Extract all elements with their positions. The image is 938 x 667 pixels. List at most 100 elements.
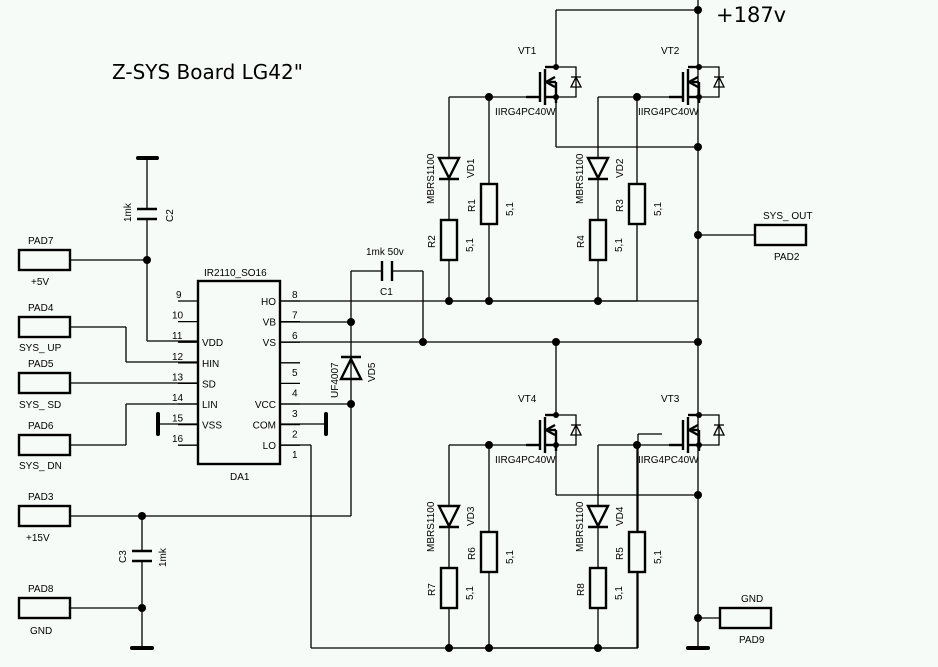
ic-pin-number: 5: [292, 368, 298, 379]
ic-pin-number: 13: [172, 372, 184, 383]
ic-pin-number: 11: [172, 331, 183, 342]
pad5-ref: PAD5: [28, 359, 54, 370]
freewheel-wire: [699, 66, 720, 98]
pad6-ref: PAD6: [28, 421, 54, 432]
ic-pin-number: 9: [176, 290, 182, 301]
ic-pin-name: HIN: [202, 359, 219, 370]
gate-diode: [586, 156, 610, 181]
pad4: PAD4 SYS_ UP: [17, 303, 72, 354]
ic-pin-name: SD: [202, 379, 216, 390]
r2-ref: R2: [427, 235, 438, 248]
pad9: GND PAD9: [718, 594, 773, 646]
r1-value: 5,1: [505, 202, 516, 216]
ic-pin-name: HO: [261, 297, 276, 308]
freewheel-diode: [569, 75, 583, 88]
vt2-part: IIRG4PC40W: [638, 107, 699, 118]
pad7-box: [17, 248, 72, 272]
r6-ref: R6: [467, 547, 478, 560]
pad9-net: GND: [741, 594, 763, 605]
ic-pin-name: VS: [263, 338, 277, 349]
ic-pin-number: 8: [292, 290, 298, 301]
ic-body: [196, 279, 282, 466]
vd4-ref: VD4: [615, 506, 626, 526]
pad5-net: SYS_ SD: [19, 400, 61, 411]
c2-ref: C2: [165, 209, 176, 222]
ic-pin-name: LO: [263, 441, 277, 452]
ic-pin-number: 1: [292, 450, 298, 461]
ic-pin-number: 15: [172, 414, 184, 425]
freewheel-wire: [556, 414, 577, 446]
supply-voltage-label: +187v: [716, 3, 786, 27]
vd1-part: MBRS1100: [426, 153, 437, 204]
c3-value: 1mk: [158, 547, 169, 567]
r4-value: 5,1: [614, 238, 625, 252]
vd3-ref: VD3: [466, 506, 477, 526]
pad2-box: [753, 223, 808, 247]
resistor: [479, 182, 499, 226]
ic-pin-number: 12: [172, 352, 184, 363]
c1-ref: C1: [380, 287, 393, 298]
r7-ref: R7: [427, 583, 438, 596]
power-rails: [552, 0, 755, 650]
r6-value: 5,1: [505, 550, 516, 564]
resistor: [627, 182, 647, 226]
freewheel-wire: [556, 66, 577, 98]
r8-value: 5,1: [614, 586, 625, 600]
c2-value: 1mk: [123, 202, 134, 222]
ic-pin-number: 7: [292, 311, 298, 322]
pad2: SYS_ OUT PAD2: [753, 211, 812, 263]
ic-pin-name: LIN: [202, 400, 218, 411]
pad9-box: [718, 606, 773, 630]
resistor: [588, 566, 608, 610]
ic-pin-name: VSS: [202, 421, 222, 432]
resistor: [479, 530, 499, 574]
r7-value: 5,1: [465, 586, 476, 600]
vd4-part: MBRS1100: [575, 501, 586, 552]
vt1-part: IIRG4PC40W: [495, 107, 556, 118]
freewheel-diode: [712, 75, 726, 88]
pad4-net: SYS_ UP: [19, 343, 62, 354]
ic-pin-number: 10: [172, 311, 184, 322]
resistor: [588, 218, 608, 262]
ic-pin-name: VCC: [255, 400, 276, 411]
ic-pin-number: 4: [292, 388, 298, 399]
vd5-ref: VD5: [367, 362, 378, 382]
vd3-part: MBRS1100: [426, 501, 437, 552]
pad2-ref: PAD2: [774, 252, 800, 263]
r3-value: 5,1: [653, 202, 664, 216]
ic-pin-number: 16: [172, 434, 184, 445]
r5-value: 5,1: [653, 550, 664, 564]
ic-ref-label: DA1: [230, 472, 250, 483]
pad4-box: [17, 315, 72, 339]
ic-pin-number: 2: [292, 430, 298, 441]
resistor: [627, 530, 647, 574]
resistor: [439, 566, 459, 610]
freewheel-diode: [712, 423, 726, 436]
pad8-box: [17, 596, 72, 620]
ic-pin-name: COM: [253, 421, 276, 432]
vt3-part: IIRG4PC40W: [638, 455, 699, 466]
gate-diode: [437, 156, 461, 181]
vd5-part: UF4007: [330, 362, 341, 398]
ic-pin-number: 3: [292, 409, 298, 420]
r2-value: 5,1: [465, 238, 476, 252]
pad7-ref: PAD7: [28, 236, 54, 247]
pad4-ref: PAD4: [28, 303, 54, 314]
pad6-box: [17, 433, 72, 457]
resistor: [439, 218, 459, 262]
r3-ref: R3: [615, 199, 626, 212]
pad3-box: [17, 504, 72, 528]
vd1-ref: VD1: [466, 158, 477, 178]
ic-pin-number: 14: [172, 393, 184, 404]
ic-pin-name: VB: [263, 318, 277, 329]
r1-ref: R1: [467, 199, 478, 212]
c1-value: 1mk 50v: [366, 247, 404, 258]
pad8-net: GND: [30, 626, 52, 637]
